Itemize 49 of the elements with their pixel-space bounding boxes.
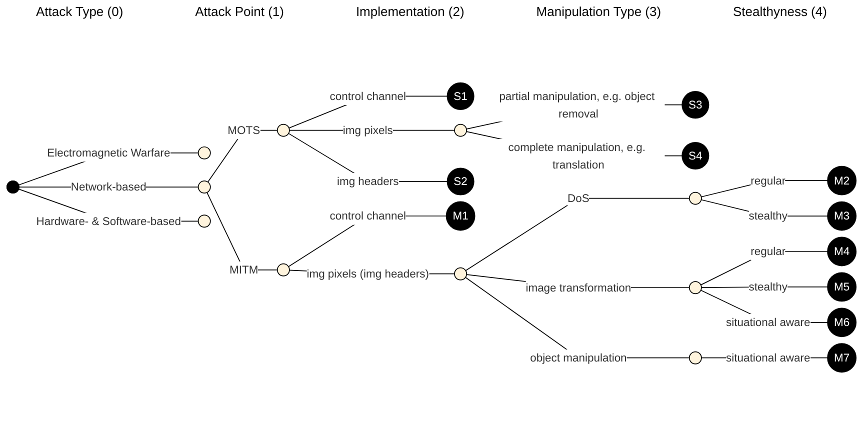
edge-label: partial manipulation, e.g. object removal	[499, 90, 655, 120]
node-circle	[454, 267, 468, 280]
connector	[465, 276, 690, 358]
node-circle: M5	[827, 272, 857, 302]
node-circle	[688, 281, 702, 294]
edge-label: stealthy	[748, 280, 788, 294]
node-circle	[198, 214, 211, 228]
column-heading: Stealthyness (4)	[733, 4, 827, 19]
node-circle: S1	[446, 82, 474, 110]
column-heading: Attack Type (0)	[36, 4, 124, 19]
edge-label: control channel	[330, 209, 406, 222]
node-circle: M4	[827, 236, 857, 266]
edge-label: object manipulation	[530, 351, 627, 364]
node-circle	[198, 146, 211, 160]
edge-label: img headers	[336, 174, 399, 188]
column-heading: Attack Point (1)	[195, 4, 284, 19]
edge-label: situational aware	[726, 316, 810, 329]
edge-label: image transformation	[526, 280, 632, 294]
edge-label: stealthy	[748, 209, 788, 222]
edge-label: img pixels	[342, 124, 393, 137]
node-circle: S2	[446, 168, 474, 196]
node-circle: M1	[446, 201, 476, 231]
node-circle	[198, 180, 211, 194]
node-circle: M2	[827, 166, 857, 196]
node-circle: M7	[827, 343, 857, 373]
column-heading: Manipulation Type (3)	[536, 4, 662, 19]
node-circle	[276, 124, 290, 137]
node-circle	[688, 192, 702, 205]
edge-label: Network-based	[70, 180, 146, 194]
edge-label: complete manipulation, e.g. translation	[508, 140, 646, 170]
connector	[465, 198, 690, 272]
edge-label: regular	[750, 244, 786, 258]
node-circle	[454, 124, 468, 137]
node-circle: S4	[682, 142, 710, 170]
edge-label: Hardware- & Software-based	[36, 214, 182, 228]
edge-label: MITM	[230, 263, 258, 276]
node-circle	[276, 263, 290, 276]
node-circle: M6	[827, 308, 857, 338]
edge-label: situational aware	[726, 351, 810, 364]
edge-label: img pixels (img headers)	[306, 267, 430, 280]
edge-label: Electromagnetic Warfare	[47, 146, 170, 160]
edge-label: control channel	[330, 90, 406, 102]
edge-label: MOTS	[228, 124, 260, 137]
node-circle	[688, 351, 702, 364]
node-circle: S3	[682, 91, 710, 119]
node-circle: M3	[827, 201, 857, 231]
column-heading: Implementation (2)	[356, 4, 464, 19]
edge-label: DoS	[568, 192, 590, 205]
edge-label: regular	[750, 174, 786, 187]
